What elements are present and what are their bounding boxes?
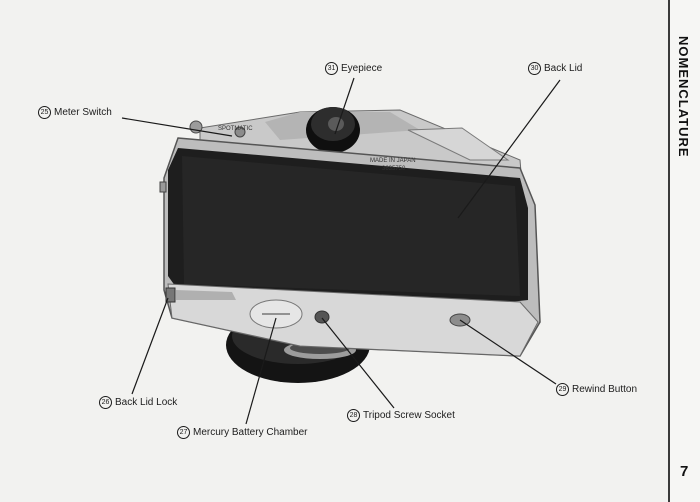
brand-mark: SPOTMATIC bbox=[218, 126, 253, 132]
callout-label: Tripod Screw Socket bbox=[363, 410, 455, 421]
camera-body bbox=[159, 137, 541, 357]
callout-meter-switch: 25 Meter Switch bbox=[38, 106, 112, 119]
eyepiece bbox=[306, 107, 360, 153]
callout-back-lid: 30 Back Lid bbox=[528, 62, 582, 75]
callout-number: 30 bbox=[528, 62, 541, 75]
callout-label: Mercury Battery Chamber bbox=[193, 427, 308, 438]
callout-label: Back Lid Lock bbox=[115, 397, 178, 408]
callout-number: 31 bbox=[325, 62, 338, 75]
side-tab-title: NOMENCLATURE bbox=[676, 36, 691, 158]
leader-eyepiece bbox=[334, 77, 355, 135]
leader-tripod-socket bbox=[321, 317, 395, 409]
callout-rewind-button: 29 Rewind Button bbox=[556, 383, 637, 396]
made-in-text: MADE IN JAPAN bbox=[370, 158, 416, 164]
camera-photo: MADE IN JAPAN 3635750 SPOTMATIC bbox=[121, 77, 561, 425]
page-number: 7 bbox=[680, 463, 689, 480]
callout-label: Rewind Button bbox=[572, 384, 638, 395]
serial-text: 3635750 bbox=[382, 166, 406, 172]
callout-number: 28 bbox=[347, 409, 360, 422]
callout-label: Eyepiece bbox=[341, 63, 383, 74]
side-tab: NOMENCLATURE bbox=[668, 0, 700, 502]
callout-label: Back Lid bbox=[544, 63, 583, 74]
leader-back-lid-lock bbox=[131, 297, 169, 395]
callout-back-lid-lock: 26 Back Lid Lock bbox=[99, 396, 177, 409]
leader-rewind-button bbox=[459, 319, 557, 385]
callout-tripod-socket: 28 Tripod Screw Socket bbox=[347, 409, 455, 422]
callout-label: Meter Switch bbox=[54, 107, 112, 118]
callout-number: 25 bbox=[38, 106, 51, 119]
callout-number: 29 bbox=[556, 383, 569, 396]
callout-eyepiece: 31 Eyepiece bbox=[325, 62, 382, 75]
callout-number: 26 bbox=[99, 396, 112, 409]
leader-meter-switch bbox=[121, 117, 233, 137]
callout-battery-chamber: 27 Mercury Battery Chamber bbox=[177, 426, 307, 439]
leader-back-lid bbox=[457, 79, 561, 219]
callout-number: 27 bbox=[177, 426, 190, 439]
leader-lines bbox=[121, 77, 561, 425]
leader-battery-chamber bbox=[245, 317, 277, 425]
